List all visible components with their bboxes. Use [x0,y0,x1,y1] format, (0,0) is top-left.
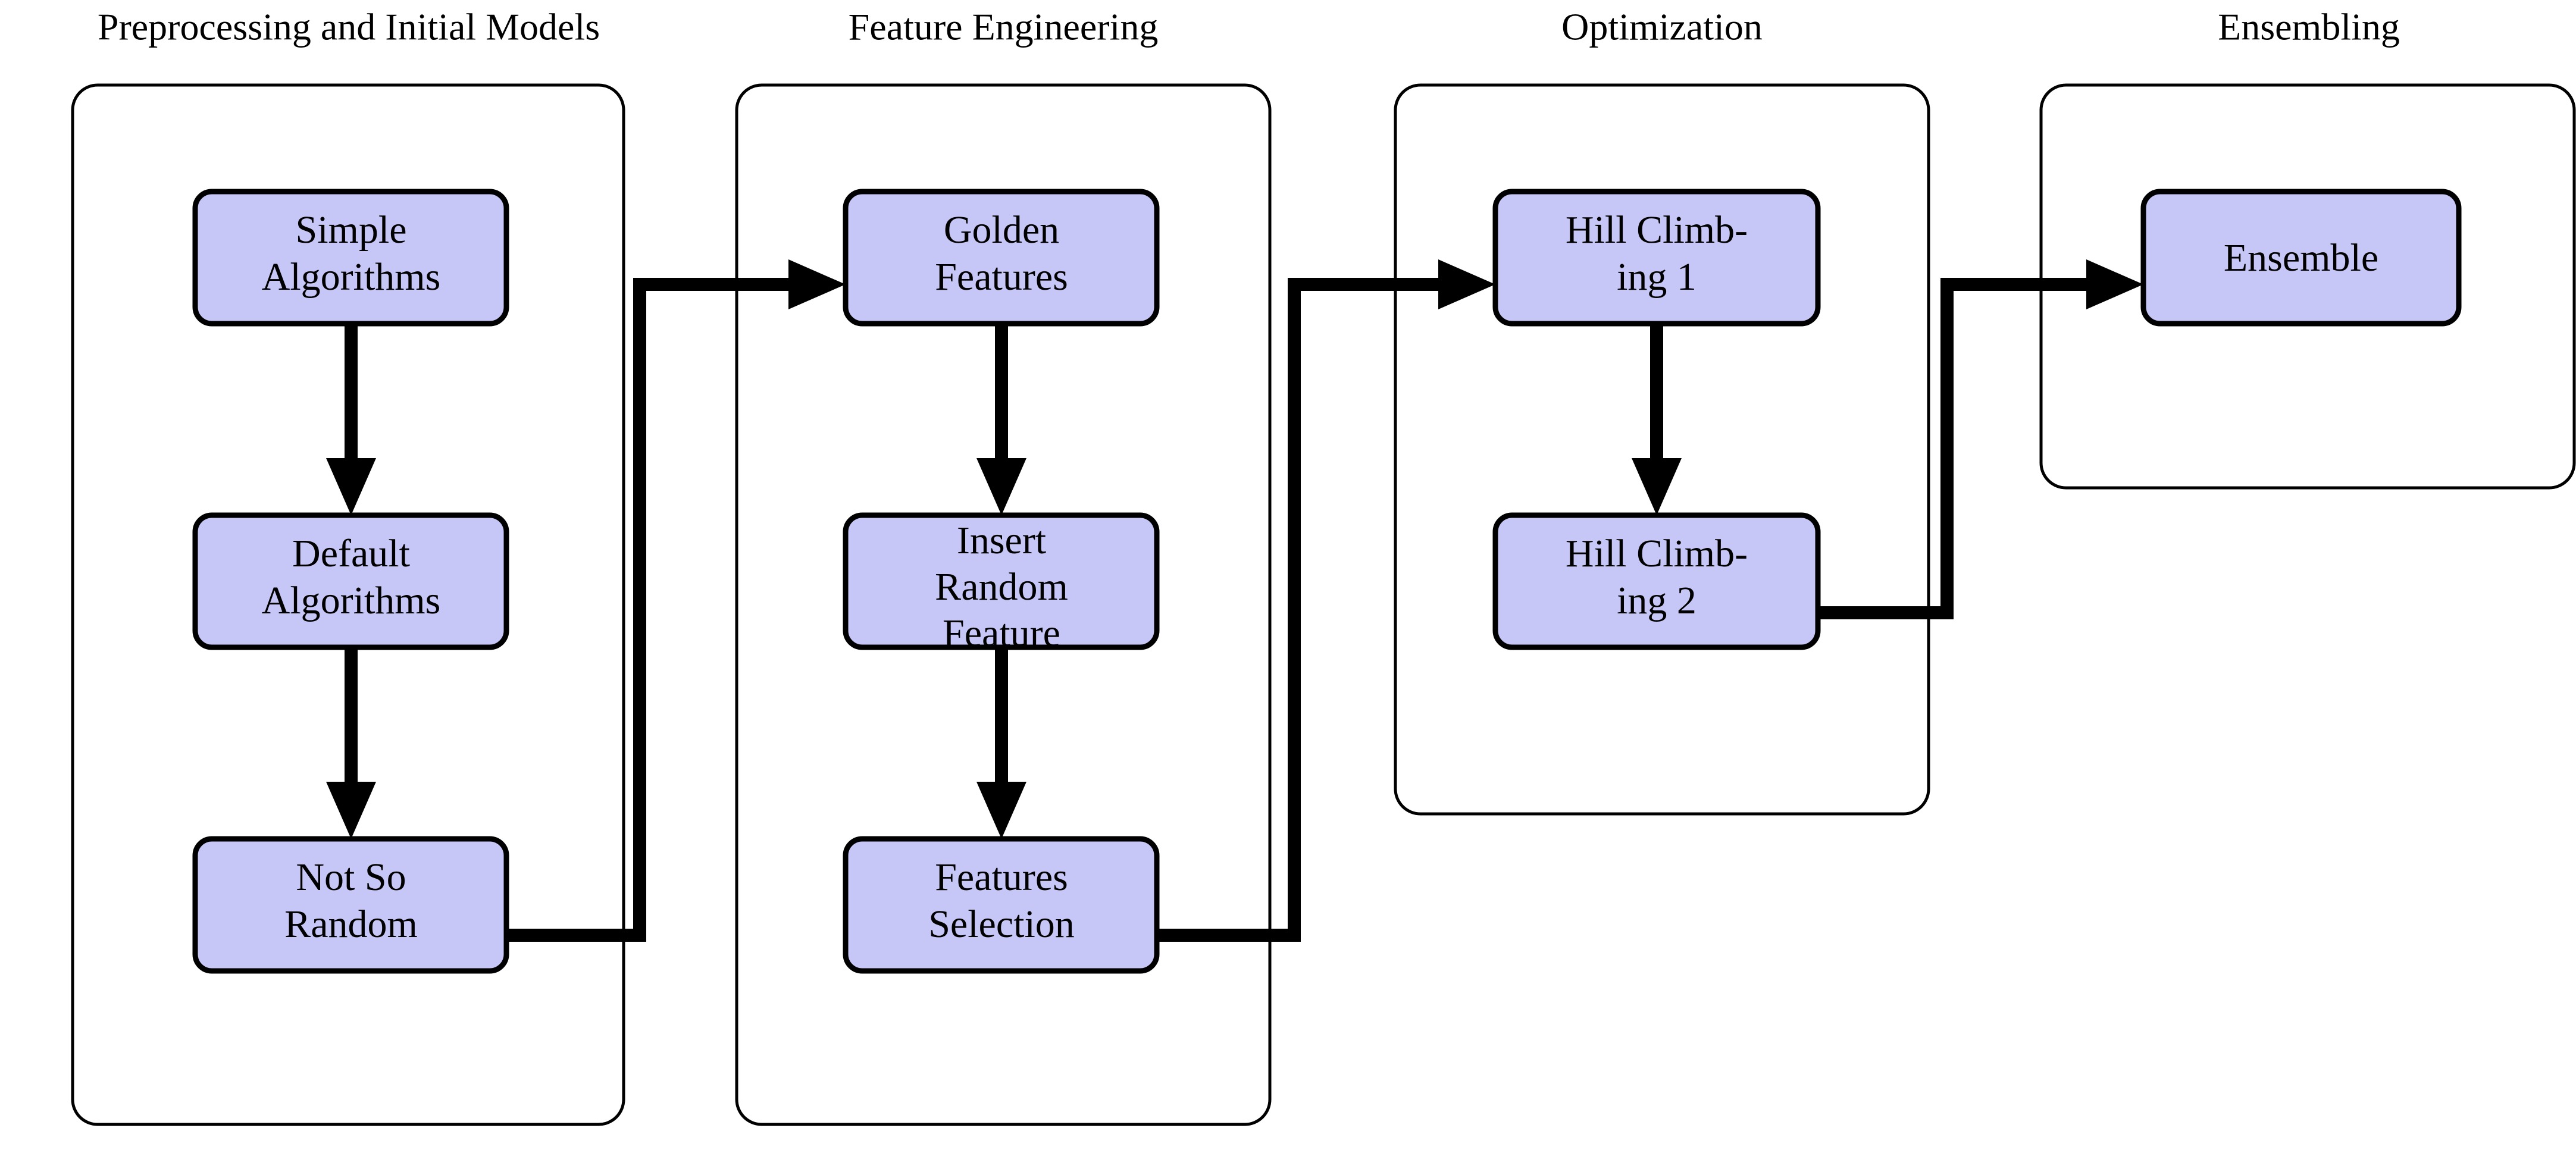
node-box[interactable] [192,836,509,974]
node-label: Features [935,856,1068,899]
arrow-head-icon [788,259,846,309]
node-label: Algorithms [262,255,441,299]
edge-default-to-not-so-random [326,647,376,839]
group-title-preprocessing: Preprocessing and Initial Models [98,6,600,48]
node-box[interactable] [1492,189,1821,327]
node-label: ing 1 [1617,255,1697,299]
node-not-so-random[interactable]: Not So Random [192,836,509,974]
arrow-head-icon [326,458,376,515]
flow-edges [326,259,2143,942]
node-box[interactable] [843,512,1160,650]
node-features-selection[interactable]: Features Selection [843,836,1160,974]
node-box[interactable] [843,836,1160,974]
node-label: Golden [944,208,1059,252]
node-label: Not So [296,856,406,899]
node-ensemble[interactable]: Ensemble [2140,189,2462,327]
node-label: Algorithms [262,579,441,622]
node-label: Default [292,532,410,575]
edge-hill-climbing-2-to-ensemble [1818,259,2143,619]
edge-simple-to-default [326,324,376,515]
arrow-head-icon [2086,259,2143,309]
arrow-head-icon [1632,458,1682,515]
group-title-ensembling: Ensembling [2218,6,2400,48]
node-box[interactable] [192,512,509,650]
node-label: ing 2 [1617,579,1697,622]
group-title-feature-engineering: Feature Engineering [849,6,1159,48]
group-frame-feature-engineering [735,83,1272,1126]
node-label: Ensemble [2224,236,2378,280]
node-label: Insert [957,519,1046,562]
node-box[interactable] [192,189,509,327]
node-label: Random [935,565,1068,609]
node-label: Selection [928,903,1075,946]
arrow-head-icon [326,782,376,839]
node-simple-algorithms[interactable]: Simple Algorithms [192,189,509,327]
group-titles: Preprocessing and Initial Models Feature… [98,6,2400,48]
node-label: Features [935,255,1068,299]
arrow-head-icon [1438,259,1495,309]
node-label: Simple [295,208,406,252]
node-insert-random-feature[interactable]: Insert Random Feature [843,512,1160,655]
node-box[interactable] [2140,189,2462,327]
node-hill-climbing-1[interactable]: Hill Climb- ing 1 [1492,189,1821,327]
group-frame-preprocessing [71,83,625,1126]
node-box[interactable] [843,189,1160,327]
edge-golden-to-insert-random [976,324,1026,515]
node-default-algorithms[interactable]: Default Algorithms [192,512,509,650]
node-label: Feature [943,612,1060,655]
edge-features-selection-to-hill-climbing-1 [1157,259,1495,942]
arrow-head-icon [976,458,1026,515]
node-label: Hill Climb- [1566,532,1748,575]
node-label: Hill Climb- [1566,208,1748,252]
edge-insert-random-to-features-selection [976,647,1026,839]
group-frame-optimization [1394,83,1930,816]
group-title-optimization: Optimization [1561,6,1763,48]
edge-hill-climbing-1-to-2 [1632,324,1682,515]
node-hill-climbing-2[interactable]: Hill Climb- ing 2 [1492,512,1821,650]
node-golden-features[interactable]: Golden Features [843,189,1160,327]
edge-not-so-random-to-golden-features [506,259,846,942]
node-box[interactable] [1492,512,1821,650]
node-label: Random [284,903,418,946]
arrow-head-icon [976,782,1026,839]
